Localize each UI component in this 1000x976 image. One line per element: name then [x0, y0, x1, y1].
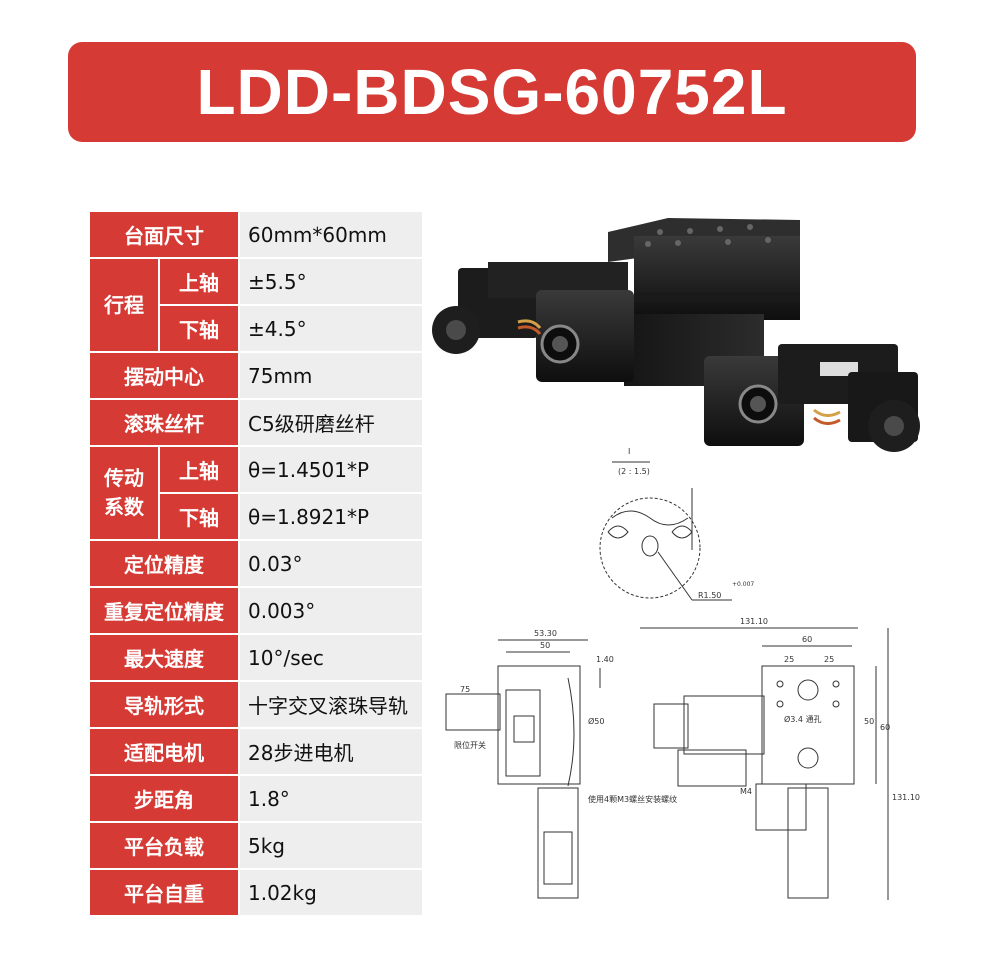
spec-value: 十字交叉滚珠导轨	[238, 680, 424, 729]
note-left: 限位开关	[454, 740, 486, 750]
dim-side-height: Ø50	[588, 716, 604, 726]
spec-row-travel-upper: 行程 上轴 ±5.5°	[88, 257, 424, 353]
right-motor-assembly	[704, 344, 920, 452]
spec-value: 1.8°	[238, 774, 424, 823]
radius-note: R1.50	[698, 591, 721, 600]
spec-label: 适配电机	[88, 727, 240, 776]
spec-value: C5级研磨丝杆	[238, 398, 424, 447]
dim-right-total: 131.10	[892, 793, 920, 802]
top-view-drawing	[640, 627, 889, 900]
spec-value: 60mm*60mm	[238, 210, 424, 259]
spec-value: 10°/sec	[238, 633, 424, 682]
spec-table: 台面尺寸 60mm*60mm 行程 上轴 ±5.5° 下轴 ±4.5° 摆动中心…	[88, 210, 424, 917]
side-view-drawing	[445, 639, 601, 899]
title-banner: LDD-BDSG-60752L	[68, 42, 916, 142]
dim-top-b: 25	[824, 655, 834, 664]
spec-value: θ=1.4501*P	[238, 445, 424, 494]
spec-group-label: 行程	[88, 257, 160, 353]
detail-label: I	[628, 447, 630, 456]
spec-value: 5kg	[238, 821, 424, 870]
spec-row-swing-center: 摆动中心 75mm	[88, 351, 424, 400]
spec-value: ±5.5°	[238, 257, 424, 306]
spec-sub-label: 下轴	[158, 304, 240, 353]
spec-label: 摆动中心	[88, 351, 240, 400]
dim-left-tab: 75	[460, 685, 470, 694]
spec-row-transmission-upper: 传动 系数 上轴 θ=1.4501*P	[88, 445, 424, 541]
product-model-title: LDD-BDSG-60752L	[196, 56, 788, 128]
upper-platform	[608, 218, 800, 320]
spec-sub-label: 上轴	[158, 445, 240, 494]
dim-side-small: 1.40	[596, 655, 614, 664]
spec-label: 导轨形式	[88, 680, 240, 729]
spec-row-step-angle: 步距角 1.8°	[88, 774, 424, 823]
spec-value: 0.03°	[238, 539, 424, 588]
spec-value: 75mm	[238, 351, 424, 400]
spec-sub-label: 下轴	[158, 492, 240, 541]
spec-row-ball-screw: 滚珠丝杆 C5级研磨丝杆	[88, 398, 424, 447]
spec-label: 滚珠丝杆	[88, 398, 240, 447]
spec-group-label-line1: 传动	[104, 466, 144, 490]
tolerance-note: +0.007	[732, 581, 754, 588]
spec-value: 0.003°	[238, 586, 424, 635]
dim-side-inner: 50	[540, 641, 550, 650]
hole-note-2: M4	[740, 787, 752, 796]
product-photo	[432, 218, 920, 452]
spec-row-weight: 平台自重 1.02kg	[88, 868, 424, 917]
spec-row-table-size: 台面尺寸 60mm*60mm	[88, 210, 424, 259]
technical-drawings: I (2 : 1.5) R1.50 +0.007 53.30 50 1.40 Ø…	[445, 447, 920, 900]
spec-row-motor: 适配电机 28步进电机	[88, 727, 424, 776]
spec-row-travel-lower: 下轴 ±4.5°	[89, 304, 424, 353]
detail-view-i	[599, 461, 732, 601]
spec-group-label-line2: 系数	[104, 495, 144, 519]
spec-label: 平台自重	[88, 868, 240, 917]
spec-label: 重复定位精度	[88, 586, 240, 635]
spec-row-load: 平台负载 5kg	[88, 821, 424, 870]
hole-note: Ø3.4 通孔	[784, 714, 822, 724]
spec-row-positioning-accuracy: 定位精度 0.03°	[88, 539, 424, 588]
dim-right-b: 60	[880, 723, 890, 732]
spec-value: 1.02kg	[238, 868, 424, 917]
note-bottom: 使用4颗M3螺丝安装螺纹	[588, 794, 677, 804]
dim-right-a: 50	[864, 717, 874, 726]
spec-label: 最大速度	[88, 633, 240, 682]
spec-value: 28步进电机	[238, 727, 424, 776]
dim-top-a: 25	[784, 655, 794, 664]
spec-label: 台面尺寸	[88, 210, 240, 259]
spec-row-transmission-lower: 下轴 θ=1.8921*P	[89, 492, 424, 541]
dim-side-width: 53.30	[534, 629, 557, 638]
spec-sub-label: 上轴	[158, 257, 240, 306]
spec-label: 步距角	[88, 774, 240, 823]
dim-top-width: 60	[802, 635, 812, 644]
spec-label: 平台负载	[88, 821, 240, 870]
spec-row-repeat-accuracy: 重复定位精度 0.003°	[88, 586, 424, 635]
spec-label: 定位精度	[88, 539, 240, 588]
dim-top-total: 131.10	[740, 617, 768, 626]
detail-scale: (2 : 1.5)	[618, 467, 650, 476]
left-motor-assembly	[432, 262, 634, 382]
spec-row-max-speed: 最大速度 10°/sec	[88, 633, 424, 682]
spec-value: θ=1.8921*P	[238, 492, 424, 541]
spec-value: ±4.5°	[238, 304, 424, 353]
spec-row-guide-rail: 导轨形式 十字交叉滚珠导轨	[88, 680, 424, 729]
spec-group-label: 传动 系数	[88, 445, 160, 541]
